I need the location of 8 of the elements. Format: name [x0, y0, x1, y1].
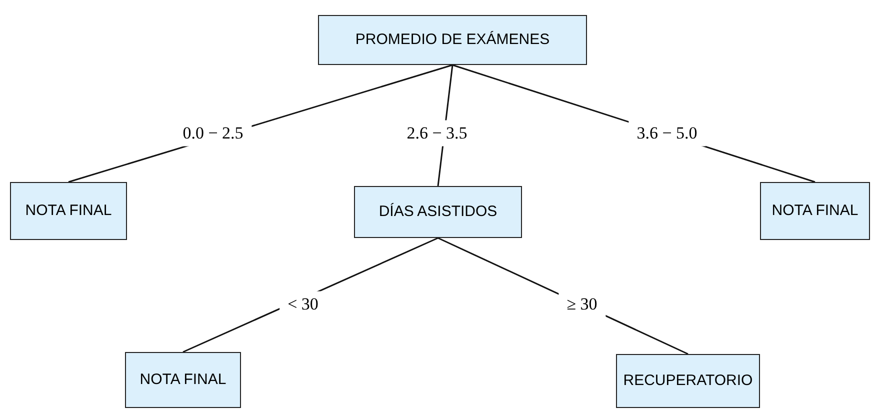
process-box: NOTA FINAL: [10, 182, 127, 240]
edge-label: 3.6 − 5.0: [628, 120, 706, 146]
process-box: RECUPERATORIO: [616, 354, 760, 408]
edge-label: ≥ 30: [558, 291, 606, 317]
process-box: PROMEDIO DE EXÁMENES: [318, 15, 587, 65]
process-box: NOTA FINAL: [125, 352, 241, 408]
process-box: DÍAS ASISTIDOS: [354, 186, 522, 238]
process-box: NOTA FINAL: [760, 182, 870, 240]
